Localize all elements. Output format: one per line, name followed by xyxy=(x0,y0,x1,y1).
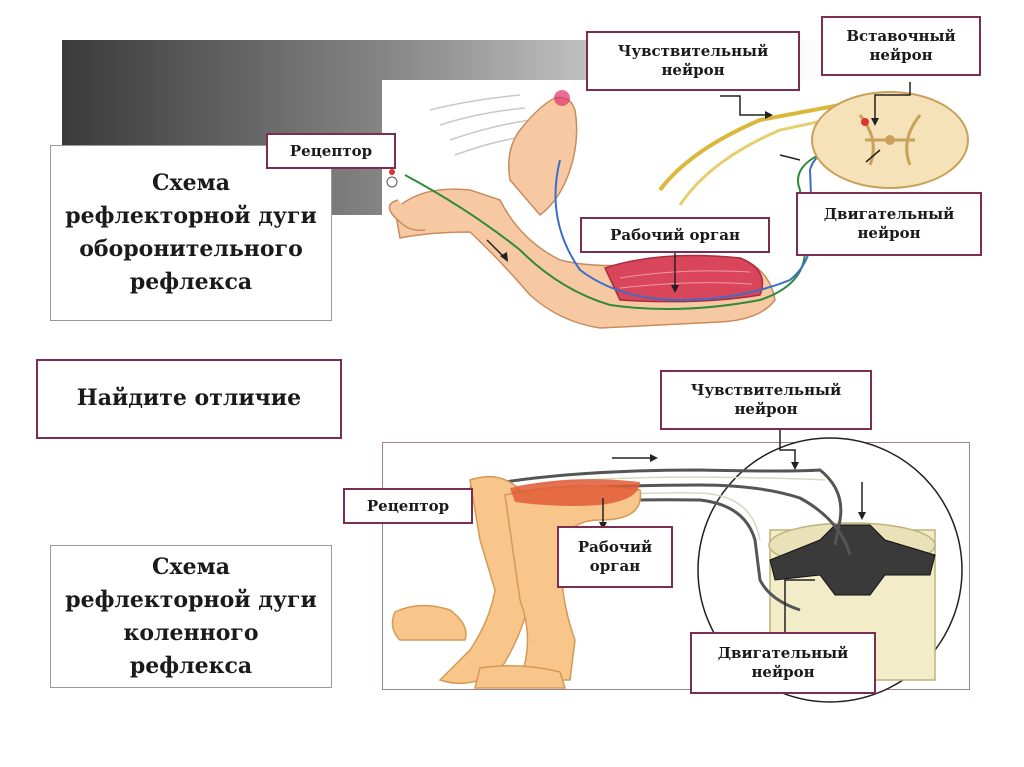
label-motor-neuron-top: Двигательный нейрон xyxy=(796,192,982,256)
label-receptor-top: Рецептор xyxy=(266,133,396,169)
label-sensory-neuron-bottom: Чувствительный нейрон xyxy=(660,370,872,430)
label-interneuron-top: Вставочный нейрон xyxy=(821,16,981,76)
label-motor-neuron-bottom: Двигательный нейрон xyxy=(690,632,876,694)
top-diagram-title: Схема рефлекторной дуги оборонительного … xyxy=(50,145,332,321)
bottom-diagram-title: Схема рефлекторной дуги коленного рефлек… xyxy=(50,545,332,688)
label-receptor-bottom: Рецептор xyxy=(343,488,473,524)
label-working-organ-top: Рабочий орган xyxy=(580,217,770,253)
find-difference-heading: Найдите отличие xyxy=(36,359,342,439)
label-sensory-neuron-top: Чувствительный нейрон xyxy=(586,31,800,91)
label-working-organ-bottom: Рабочий орган xyxy=(557,526,673,588)
